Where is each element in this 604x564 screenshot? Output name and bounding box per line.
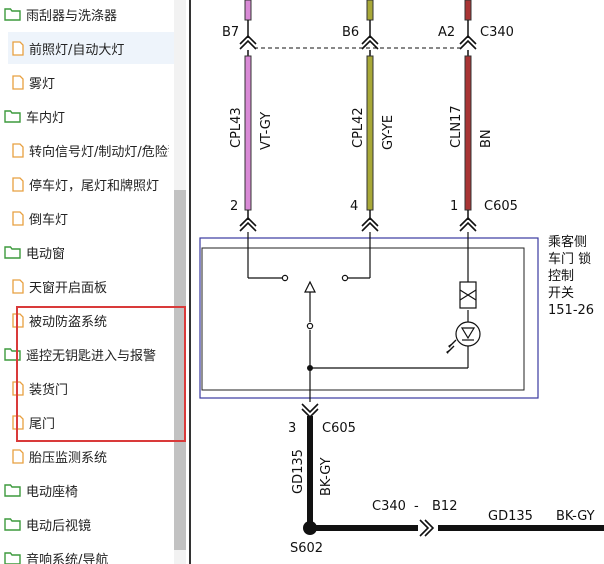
folder-icon [4,483,21,497]
wire-gd135 [307,416,313,528]
document-icon [12,312,24,328]
wire-cpl42-upper [366,0,374,21]
tree-item-label: 天窗开启面板 [29,280,108,296]
tree-document-item[interactable]: 被动防盗系统 [8,304,174,336]
switch-label-line5: 151-26 [548,303,594,318]
tree-item-label: 被动防盗系统 [29,314,108,330]
tree-item-label: 电动座椅 [26,484,79,500]
tree-folder-item[interactable]: 电动窗 [4,236,174,268]
folder-icon [4,347,21,361]
document-icon [12,176,24,192]
switch-label-line3: 控制 [548,269,574,284]
connector-c605-ground-label: C605 [322,421,356,436]
folder-icon [4,245,21,259]
folder-icon [4,109,21,123]
color-vt-gy-label: VT-GY [259,112,274,150]
tree-item-label: 胎压监测系统 [29,450,108,466]
connector-c340-run-label: C340 [372,499,406,514]
tree-item-label: 电动后视镜 [26,518,92,534]
tree-item-label: 装货门 [29,382,69,398]
run-dash-label: - [414,499,419,514]
pin-a2-label: A2 [438,25,455,40]
wire-cln17 [464,55,472,211]
tree-document-item[interactable]: 装货门 [8,372,174,404]
circuit-cpl42-label: CPL42 [351,107,366,148]
tree-item-label: 雨刮器与洗涤器 [26,8,118,24]
tree-folder-item[interactable]: 车内灯 [4,100,174,132]
tree-item-label: 倒车灯 [29,212,69,228]
color-bk-gy-label: BK-GY [319,457,334,496]
document-icon [12,414,24,430]
tree-item-label: 转向信号灯/制动灯/危险警告灯 [29,144,169,160]
inline-connector-symbol [419,519,435,537]
wire-cpl42 [366,55,374,211]
wire-cpl43-upper [244,0,252,21]
sidebar-tree: 雨刮器与洗涤器前照灯/自动大灯雾灯车内灯转向信号灯/制动灯/危险警告灯停车灯，尾… [0,0,188,564]
circuit-cln17-label: CLN17 [449,105,464,148]
tree-item-label: 前照灯/自动大灯 [29,42,125,58]
document-icon [12,380,24,396]
color-gy-ye-label: GY-YE [381,115,396,150]
tree-item-label: 停车灯，尾灯和牌照灯 [29,178,160,194]
connector-c340-label: C340 [480,25,514,40]
folder-icon [4,7,21,21]
document-icon [12,142,24,158]
wire-cln17-upper [464,0,472,21]
wire-gd135-run-left [310,525,418,531]
tree-item-label: 电动窗 [26,246,66,262]
tree-document-item[interactable]: 转向信号灯/制动灯/危险警告灯 [8,134,174,166]
tree-document-item[interactable]: 天窗开启面板 [8,270,174,302]
circuit-cpl43-label: CPL43 [229,107,244,148]
tree-item-label: 雾灯 [29,76,56,92]
splice-s602-label: S602 [290,541,323,556]
color-bn-label: BN [479,129,494,148]
circuit-gd135-label: GD135 [291,449,306,494]
bottom-connector-symbols [239,216,477,232]
wire-cpl43 [244,55,252,211]
pin-1-label: 1 [450,199,458,214]
connector-c605-top-label: C605 [484,199,518,214]
tree-document-item[interactable]: 停车灯，尾灯和牌照灯 [8,168,174,200]
wire-gd135-run-right [438,525,604,531]
tree-folder-item[interactable]: 音响系统/导航 [4,542,174,564]
switch-module-inner-box [201,247,525,391]
pin-2-label: 2 [230,199,238,214]
tree-folder-item[interactable]: 遥控无钥匙进入与报警 [4,338,174,370]
tree-document-item[interactable]: 前照灯/自动大灯 [8,32,174,64]
pin-b7-label: B7 [222,25,239,40]
switch-module-outer-box [199,237,539,399]
document-icon [12,210,24,226]
switch-label-line4: 开关 [548,286,574,301]
switch-label-line1: 乘客侧 [548,234,587,250]
pin-4-label: 4 [350,199,358,214]
tree-item-label: 音响系统/导航 [26,552,109,564]
tree-item-label: 遥控无钥匙进入与报警 [26,348,157,364]
tree-document-item[interactable]: 胎压监测系统 [8,440,174,472]
document-icon [12,74,24,90]
tree-folder-item[interactable]: 雨刮器与洗涤器 [4,0,174,30]
tree-item-label: 车内灯 [26,110,66,126]
folder-icon [4,551,21,564]
tree-folder-item[interactable]: 电动座椅 [4,474,174,506]
color-bk-gy-run-label: BK-GY [556,509,595,524]
tree-document-item[interactable]: 尾门 [8,406,174,438]
document-icon [12,278,24,294]
switch-arrow-symbol [304,280,316,293]
document-icon [12,448,24,464]
scrollbar-thumb[interactable] [174,190,186,550]
ground-connector-symbol [301,403,319,419]
pin-b6-label: B6 [342,25,359,40]
wiring-diagram: B7 B6 A2 C340 CPL43 VT-GY CPL42 GY-YE CL… [189,0,604,564]
tree-document-item[interactable]: 雾灯 [8,66,174,98]
tree-folder-item[interactable]: 电动后视镜 [4,508,174,540]
tree-document-item[interactable]: 倒车灯 [8,202,174,234]
circuit-gd135-run-label: GD135 [488,509,533,524]
tree-item-label: 尾门 [29,416,56,432]
switch-label-line2: 车门 锁 [548,251,591,267]
document-icon [12,40,24,56]
folder-icon [4,517,21,531]
pin-b12-label: B12 [432,499,457,514]
switch-internal-circuit [247,232,469,402]
pin-3-label: 3 [288,421,296,436]
